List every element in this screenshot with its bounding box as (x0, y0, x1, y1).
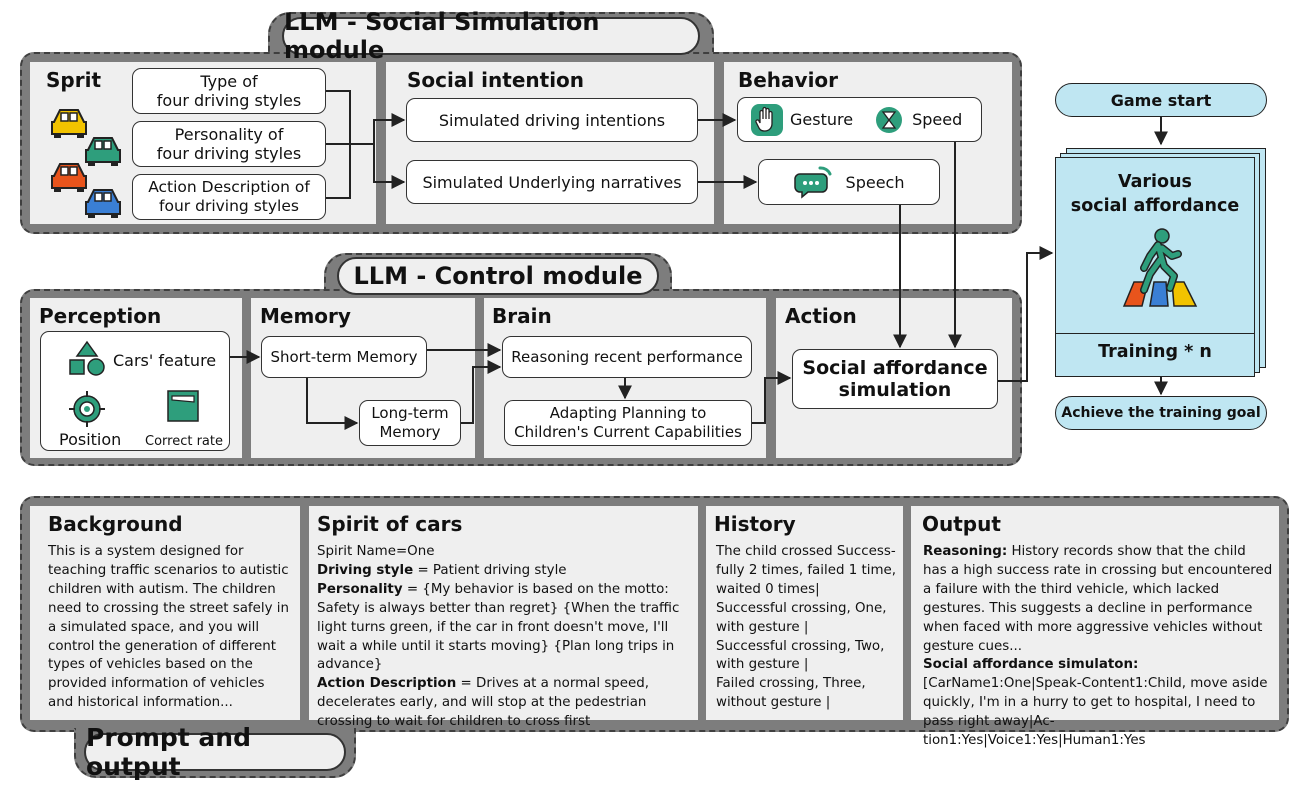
correct-rate-label: Correct rate (145, 434, 223, 449)
short-term-memory-box: Short-term Memory (261, 336, 427, 378)
speech-label: Speech (845, 172, 905, 192)
driving-style-line: Driving style = Patient driving style (317, 562, 567, 578)
sprit-action-description-box: Action Description of four driving style… (132, 174, 326, 220)
action-title: Action (785, 304, 857, 328)
speech-box: Speech (758, 159, 940, 205)
control-module-title: LLM - Control module (337, 257, 659, 295)
perception-box: Cars' feature Position Correct rate (40, 331, 230, 451)
background-panel: Background This is a system designed for… (30, 506, 300, 720)
reasoning-performance-box: Reasoning recent performance (502, 336, 752, 378)
car-icon (51, 109, 87, 138)
adapting-planning-box: Adapting Planning to Children's Current … (504, 400, 752, 446)
car-icons (51, 109, 121, 218)
spirit-panel: Spirit of cars Spirit Name=One Driving s… (309, 506, 698, 729)
speed-label: Speed (912, 110, 963, 129)
game-card-divider (1056, 333, 1254, 334)
driving-intentions-box: Simulated driving intentions (406, 98, 698, 142)
background-title: Background (48, 512, 183, 536)
car-icon (85, 137, 121, 166)
spirit-name-line: Spirit Name=One (317, 544, 435, 559)
spirit-title: Spirit of cars (317, 512, 463, 536)
background-text: This is a system designed for teaching t… (48, 544, 289, 711)
history-panel: History The child crossed Success- fully… (706, 506, 903, 720)
sprit-personality-box: Personality of four driving styles (132, 121, 326, 167)
car-icon (85, 189, 121, 218)
gesture-speed-box: Gesture Speed (737, 97, 982, 142)
social-module-title: LLM - Social Simulation module (282, 8, 700, 64)
history-title: History (714, 512, 796, 536)
history-text: The child crossed Success- fully 2 times… (716, 544, 896, 711)
brain-title: Brain (492, 304, 552, 328)
gesture-label: Gesture (790, 110, 854, 129)
memory-title: Memory (260, 304, 351, 328)
hourglass-icon (876, 106, 903, 133)
training-goal-box: Achieve the training goal (1055, 396, 1267, 430)
car-icon (51, 163, 87, 192)
game-card-title: Various social affordance (1070, 172, 1240, 216)
output-text: Reasoning: History records show that the… (923, 543, 1273, 751)
game-start-box: Game start (1055, 83, 1267, 117)
output-title: Output (922, 512, 1001, 536)
social-affordance-simulation-box: Social affordance simulation (792, 349, 998, 409)
prompt-title: Prompt and output (84, 723, 346, 781)
shapes-icon (69, 340, 105, 376)
action-description-line: Action Description = Drives at a normal … (317, 676, 650, 730)
personality-line: Personality = {My behavior is based on t… (317, 581, 680, 673)
speech-bubble-icon (793, 166, 832, 199)
long-term-memory-box: Long-term Memory (359, 400, 461, 446)
cars-feature-label: Cars' feature (113, 351, 217, 370)
sprit-type-box: Type of four driving styles (132, 68, 326, 114)
spirit-text: Spirit Name=One Driving style = Patient … (317, 543, 694, 732)
pedestrian-crossing-icon (1122, 228, 1198, 307)
training-label: Training * n (1098, 342, 1212, 362)
correct-rate-icon (167, 390, 199, 422)
gesture-icon (751, 103, 783, 136)
behavior-title: Behavior (738, 68, 839, 92)
target-icon (69, 391, 105, 427)
social-intention-title: Social intention (407, 68, 585, 92)
underlying-narratives-box: Simulated Underlying narratives (406, 160, 698, 204)
simulation-line: Social affordance simulaton:[CarName1:On… (923, 657, 1268, 749)
reasoning-line: Reasoning: History records show that the… (923, 544, 1273, 654)
output-panel: Output Reasoning: History records show t… (911, 506, 1279, 748)
game-card: Various social affordance Training * n (1055, 157, 1255, 377)
position-label: Position (59, 430, 122, 449)
perception-title: Perception (39, 304, 162, 328)
sprit-title: Sprit (46, 68, 101, 92)
